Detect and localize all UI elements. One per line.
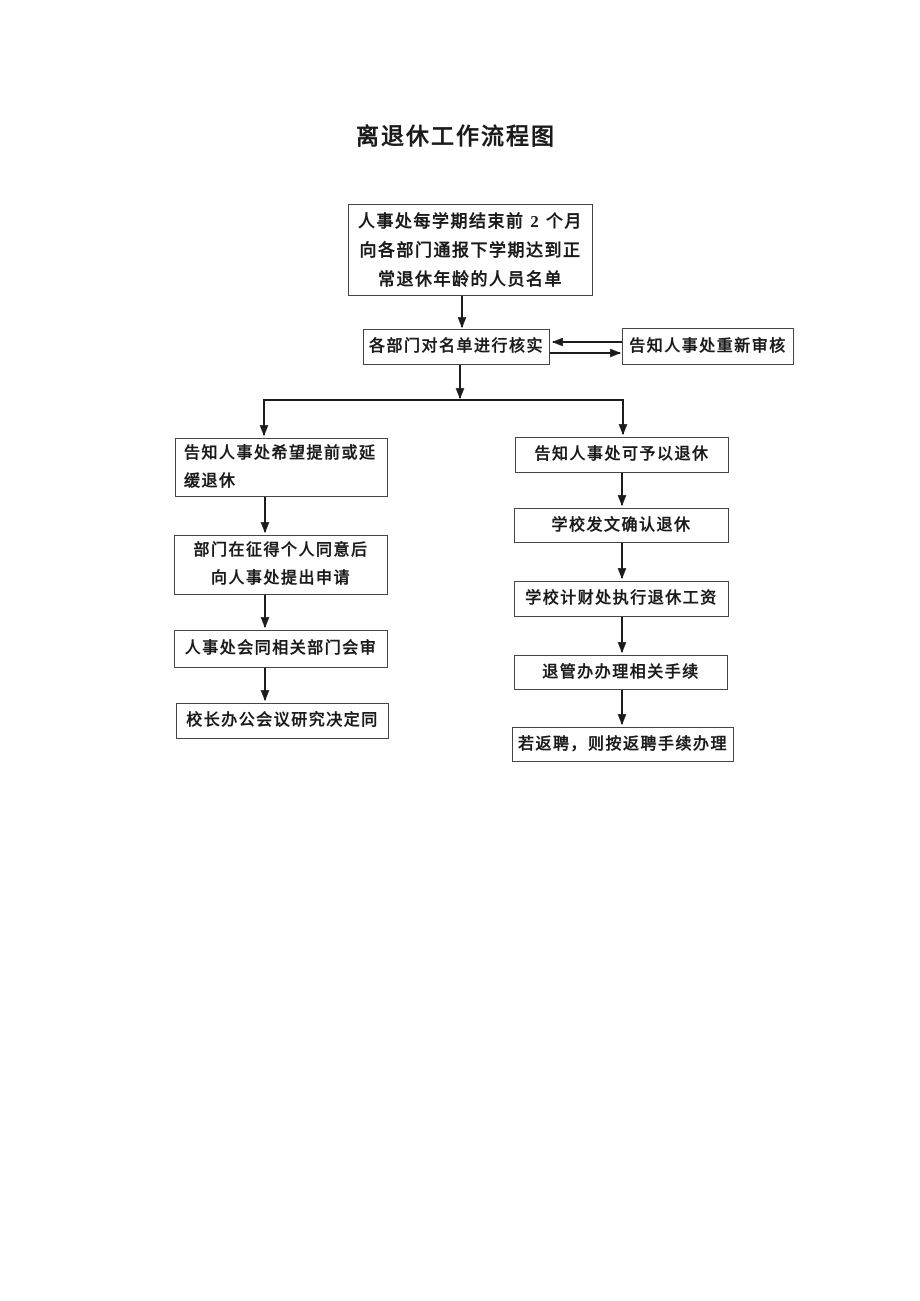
flow-node-confirm-doc: 学校发文确认退休 (514, 508, 729, 543)
flow-node-recheck: 告知人事处重新审核 (622, 328, 794, 365)
node-text-line: 各部门对名单进行核实 (368, 338, 544, 355)
node-text-line: 学校计财处执行退休工资 (525, 590, 718, 607)
flow-node-pay-salary: 学校计财处执行退休工资 (514, 581, 729, 617)
node-text-line: 告知人事处可予以退休 (534, 446, 710, 463)
node-text-line: 常退休年龄的人员名单 (378, 269, 563, 289)
node-text-line: 人事处会同相关部门会审 (184, 640, 378, 657)
node-text-line: 退管办办理相关手续 (542, 663, 700, 681)
node-text-line: 若返聘，则按返聘手续办理 (517, 735, 728, 753)
flow-node-president-decide: 校长办公会议研究决定同 (176, 703, 389, 739)
node-text-line: 校长办公会议研究决定同 (186, 712, 379, 729)
node-text-line: 向各部门通报下学期达到正 (359, 240, 582, 260)
flow-node-verify-list: 各部门对名单进行核实 (363, 329, 550, 365)
node-text-line: 告知人事处重新审核 (629, 337, 787, 355)
flow-node-rehire: 若返聘，则按返聘手续办理 (512, 727, 734, 762)
flow-node-joint-review: 人事处会同相关部门会审 (174, 630, 388, 668)
page-title: 离退休工作流程图 (356, 124, 556, 149)
flow-node-early-delay: 告知人事处希望提前或延 缓退休 (175, 438, 388, 497)
flow-node-retire-office: 退管办办理相关手续 (514, 655, 728, 690)
node-text-line: 向人事处提出申请 (210, 570, 351, 587)
flow-node-dept-apply: 部门在征得个人同意后 向人事处提出申请 (174, 535, 388, 595)
flow-node-start: 人事处每学期结束前 2 个月 向各部门通报下学期达到正 常退休年龄的人员名单 (348, 204, 593, 296)
node-text-line: 学校发文确认退休 (551, 516, 692, 534)
node-text-line: 缓退休 (184, 472, 237, 490)
node-text-line: 人事处每学期结束前 2 个月 (358, 211, 583, 231)
flow-node-can-retire: 告知人事处可予以退休 (515, 437, 729, 473)
node-text-line: 告知人事处希望提前或延 (184, 444, 377, 462)
node-text-line: 部门在征得个人同意后 (193, 542, 369, 559)
